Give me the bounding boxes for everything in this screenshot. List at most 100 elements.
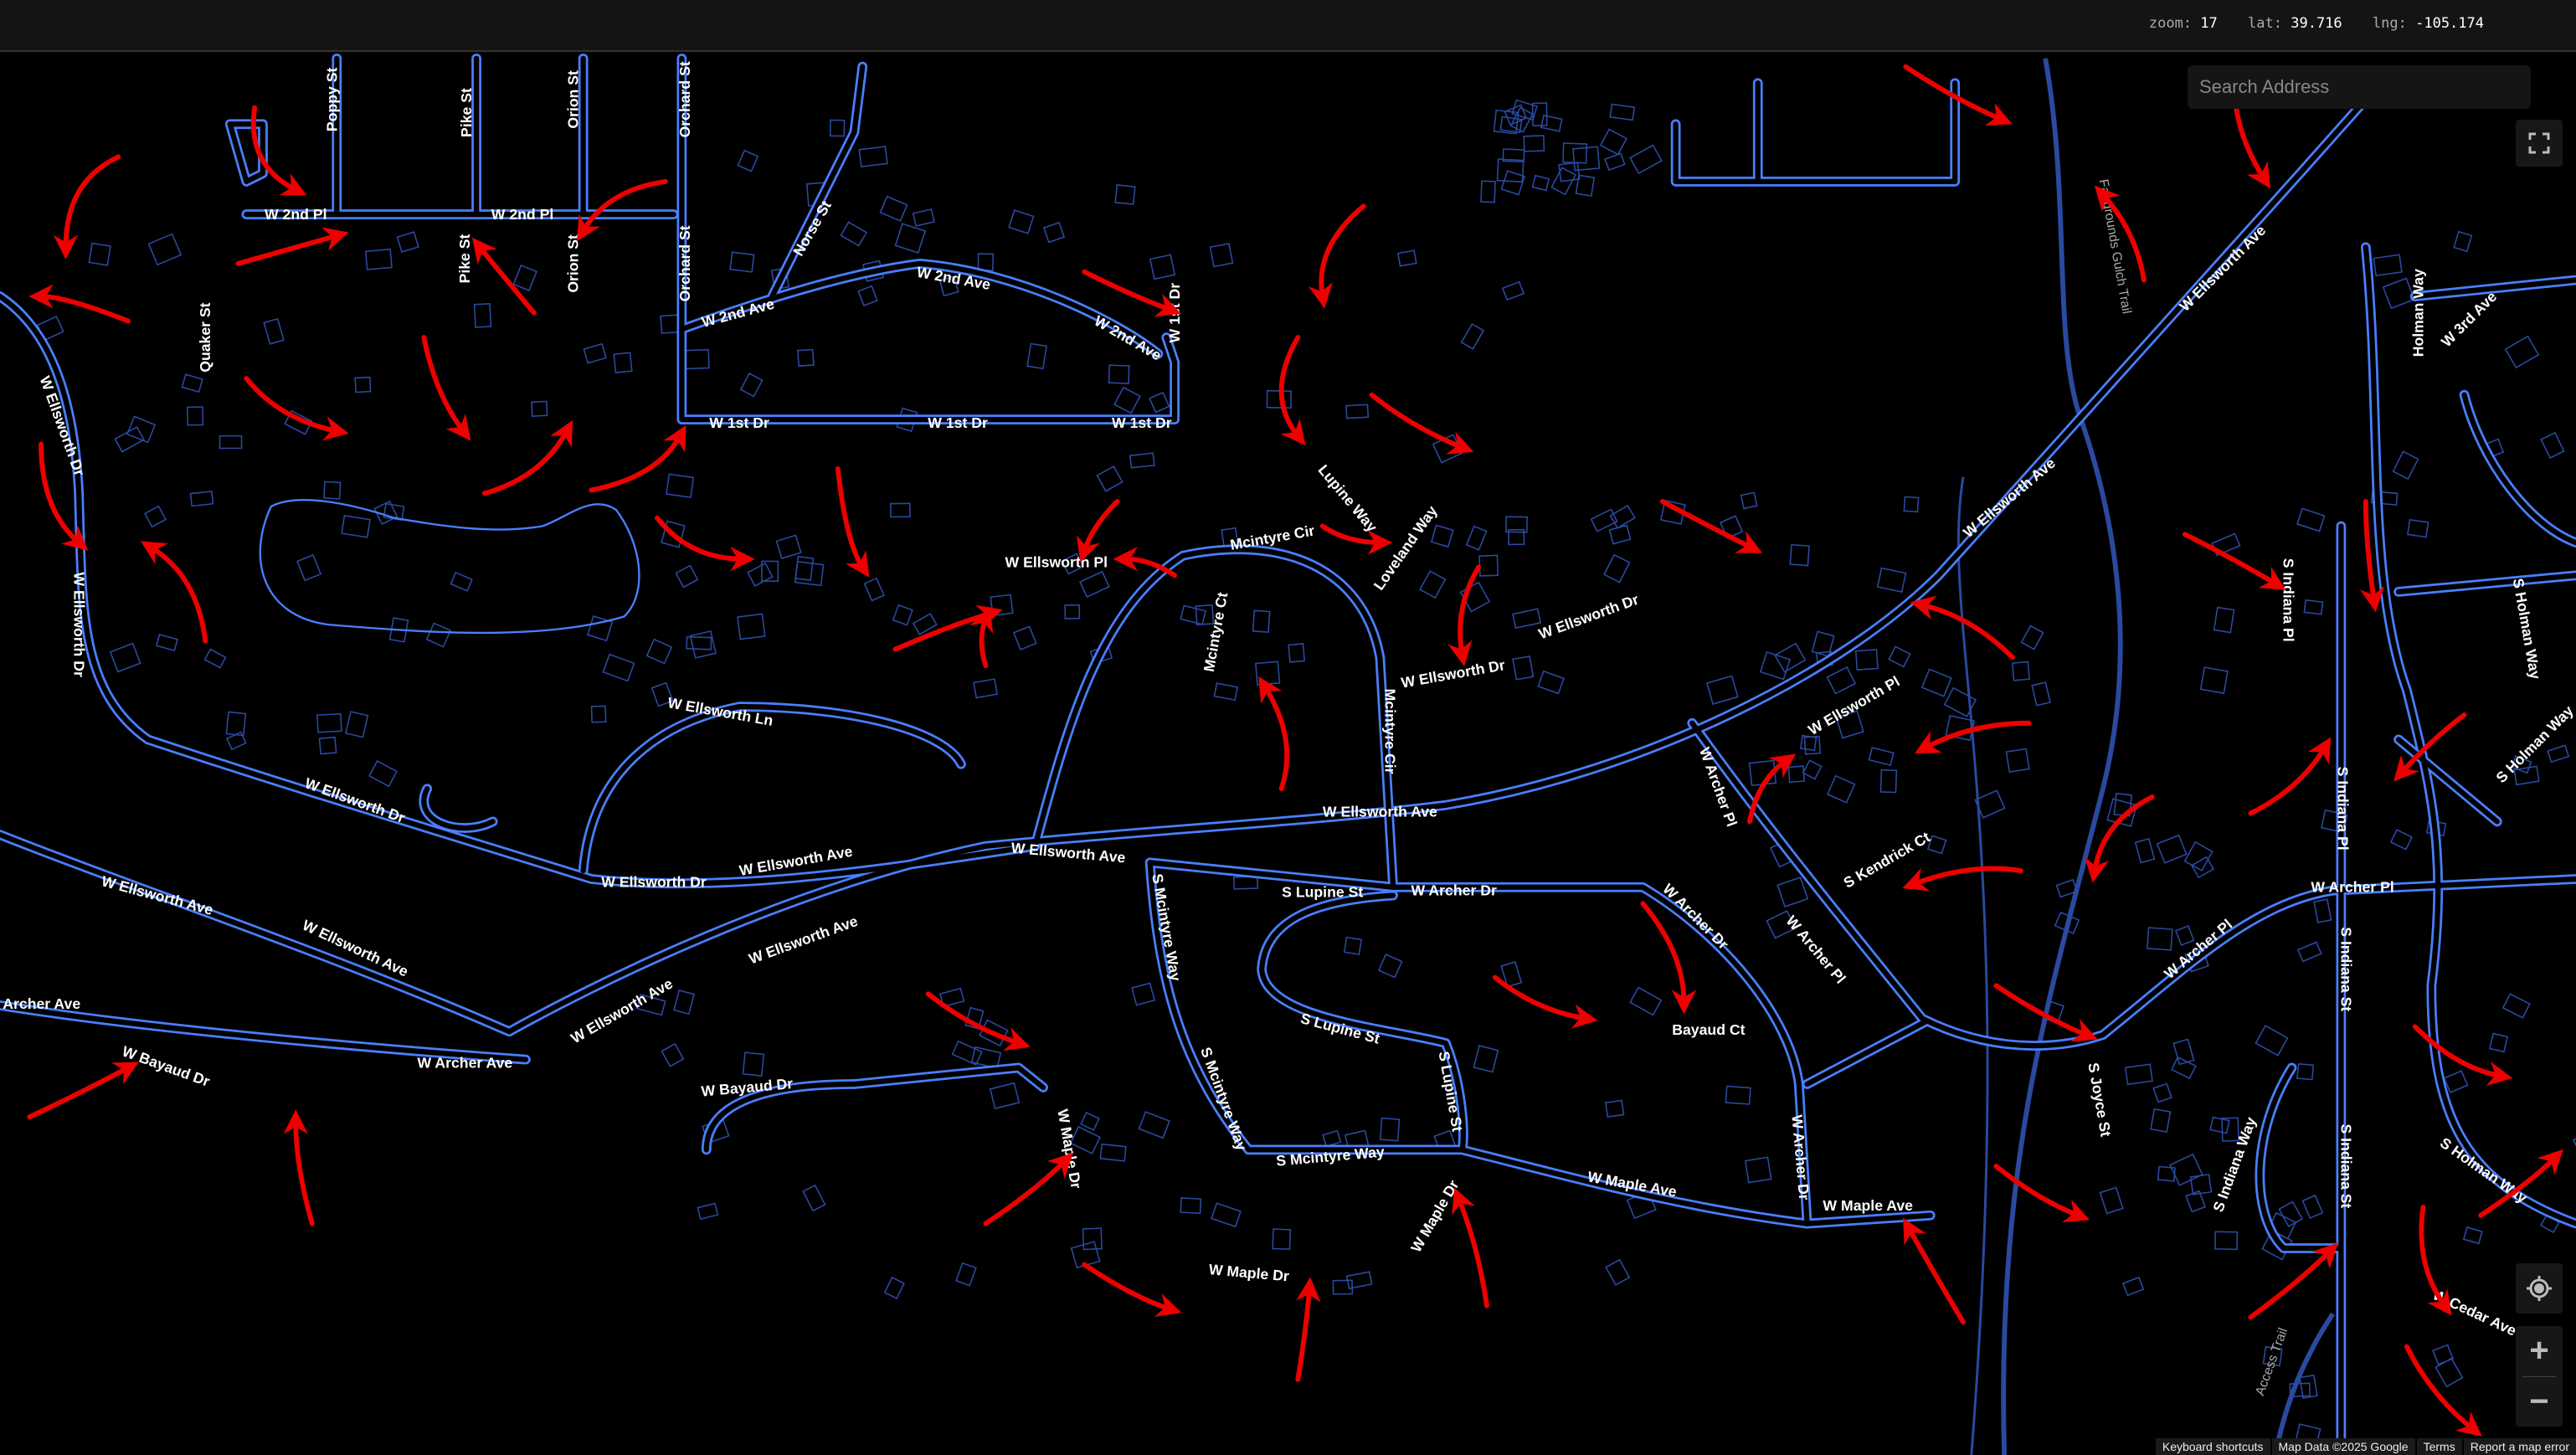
building (1108, 364, 1130, 384)
red-arrow (1076, 499, 1120, 563)
street-label: S Holman Way (2437, 1134, 2531, 1206)
building (938, 275, 959, 297)
red-arrow (471, 237, 537, 316)
keyboard-shortcuts-link[interactable]: Keyboard shortcuts (2155, 1438, 2270, 1455)
building (890, 502, 911, 518)
red-arrow (1914, 720, 2032, 754)
building (2255, 1025, 2289, 1057)
building (1113, 386, 1141, 414)
building (1096, 465, 1123, 492)
building (1332, 1279, 1354, 1295)
building (1345, 1271, 1373, 1290)
building (1379, 1117, 1401, 1142)
street-label: Bayaud Ct (1672, 1021, 1745, 1038)
building (2296, 507, 2326, 532)
building (2489, 1032, 2509, 1053)
building (1854, 649, 1879, 671)
building (2199, 666, 2229, 694)
building (1496, 158, 1525, 183)
report-map-error-link[interactable]: Report a map error (2463, 1438, 2576, 1455)
red-arrow (421, 335, 471, 441)
building (1811, 630, 1835, 657)
red-arrow (969, 606, 994, 669)
building (2124, 1063, 2153, 1086)
street-label: S Holman Way (2492, 702, 2576, 786)
building (1042, 221, 1066, 244)
building (1500, 961, 1523, 988)
zoom-divider (2522, 1375, 2556, 1377)
building (1705, 675, 1739, 705)
building (1129, 452, 1155, 469)
building (2213, 606, 2235, 634)
lake-outline (259, 499, 640, 635)
zoom-out-button[interactable]: − (2529, 1382, 2549, 1420)
building (797, 348, 815, 368)
building (883, 1276, 905, 1299)
street-label: Pike St (458, 88, 475, 137)
building (1419, 570, 1447, 599)
building (2055, 878, 2078, 898)
building (2453, 230, 2473, 253)
road (1147, 860, 1810, 1226)
red-arrow (1258, 676, 1290, 792)
building (666, 473, 695, 499)
building (1430, 524, 1454, 548)
building (1787, 765, 1806, 784)
red-arrow (1746, 753, 1797, 825)
building (1603, 553, 1631, 584)
road (0, 96, 2368, 1035)
building (2303, 599, 2324, 615)
red-arrow (983, 1152, 1074, 1226)
building (1008, 209, 1035, 234)
building (2370, 490, 2399, 506)
building (2435, 1357, 2464, 1388)
street-label: W Ellsworth Pl (1005, 554, 1108, 571)
terms-link[interactable]: Terms (2416, 1438, 2462, 1455)
building (1903, 496, 1920, 513)
road (769, 64, 866, 300)
building (912, 208, 935, 227)
street-label: W 1st Dr (709, 414, 769, 431)
search-address-input[interactable] (2188, 65, 2531, 109)
building (2389, 829, 2414, 851)
my-location-button[interactable] (2516, 1263, 2563, 1314)
road (0, 94, 2371, 1037)
building (2134, 838, 2156, 864)
street-label: S Mcintyre Way (1197, 1045, 1250, 1153)
building (1064, 604, 1081, 620)
building (1505, 516, 1528, 533)
building (1180, 604, 1207, 625)
zoom-label: zoom: (2148, 15, 2193, 32)
red-arrow (28, 284, 131, 324)
fullscreen-button[interactable] (2516, 120, 2563, 167)
building (2005, 748, 2030, 774)
street-label: Orion St (565, 70, 582, 129)
red-arrow (1369, 392, 1474, 455)
street-label: Pike St (456, 234, 473, 283)
street-label: W Bayaud Dr (120, 1043, 212, 1090)
building (747, 562, 774, 588)
building (1572, 146, 1601, 172)
zoom-in-button[interactable]: + (2529, 1332, 2549, 1370)
street-label: Mcintyre Ct (1201, 591, 1231, 673)
road (421, 786, 496, 831)
building (2189, 1173, 2213, 1195)
street-label: W Ellsworth Ave (2176, 222, 2269, 315)
red-arrow (2094, 185, 2147, 283)
building (955, 1262, 977, 1287)
street-label: W 1st Dr (1112, 414, 1172, 431)
red-arrow (39, 441, 89, 551)
map-attribution: Keyboard shortcuts Map Data ©2025 Google… (2154, 1438, 2576, 1455)
street-label: S Indiana Way (2209, 1115, 2260, 1215)
red-arrow (244, 376, 349, 441)
building (1512, 656, 1535, 681)
building (2106, 798, 2138, 827)
road (1670, 78, 1961, 187)
building (2170, 1056, 2197, 1080)
building (1465, 525, 1488, 551)
building (181, 373, 203, 393)
building (661, 1042, 685, 1067)
building (1629, 144, 1663, 175)
street-label: Fairgrounds Gulch Trail (2096, 178, 2134, 315)
